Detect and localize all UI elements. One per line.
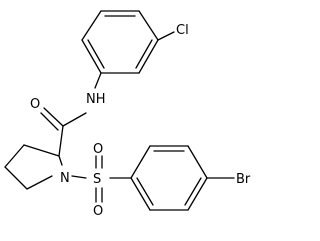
atom-o-sulfonyl-top: O [93,142,103,157]
atom-o-amide: O [30,97,40,112]
bond [81,39,102,74]
atom-nh: NH [86,92,106,107]
atom-o-sulfonyl-bottom: O [93,204,103,219]
bond-c-c2 [58,125,64,157]
bond-c-o [43,107,64,127]
bond-inner [184,177,202,206]
bond [26,175,53,190]
bond [81,10,102,41]
bond-inner [136,177,154,206]
bond-inner [135,39,153,69]
bond [58,155,63,166]
molecule-drawing: Cl NH O N S O O Br [4,10,251,219]
structure-svg: Cl NH O N S O O Br [4,10,251,219]
chlorophenyl-ring [81,10,159,74]
bond [187,177,208,211]
bond [4,144,25,168]
bond [130,177,151,211]
bond-n-s [71,175,87,179]
atom-s: S [93,172,101,187]
bond-c-o-double [40,112,59,131]
bond [138,10,159,41]
bond [187,145,208,179]
bond-inner [87,39,105,69]
bromophenyl-ring [130,145,208,211]
bond-ring-nh [94,72,102,89]
pyrrolidine-ring [4,144,63,190]
bond [4,166,28,190]
bond [23,144,60,157]
atom-n-ring: N [60,171,70,186]
atom-cl: Cl [176,23,189,38]
bond-nh-c [62,112,87,127]
bond [138,39,159,74]
bond-c-cl [157,31,175,41]
atom-br: Br [236,172,251,187]
bond [130,145,151,179]
